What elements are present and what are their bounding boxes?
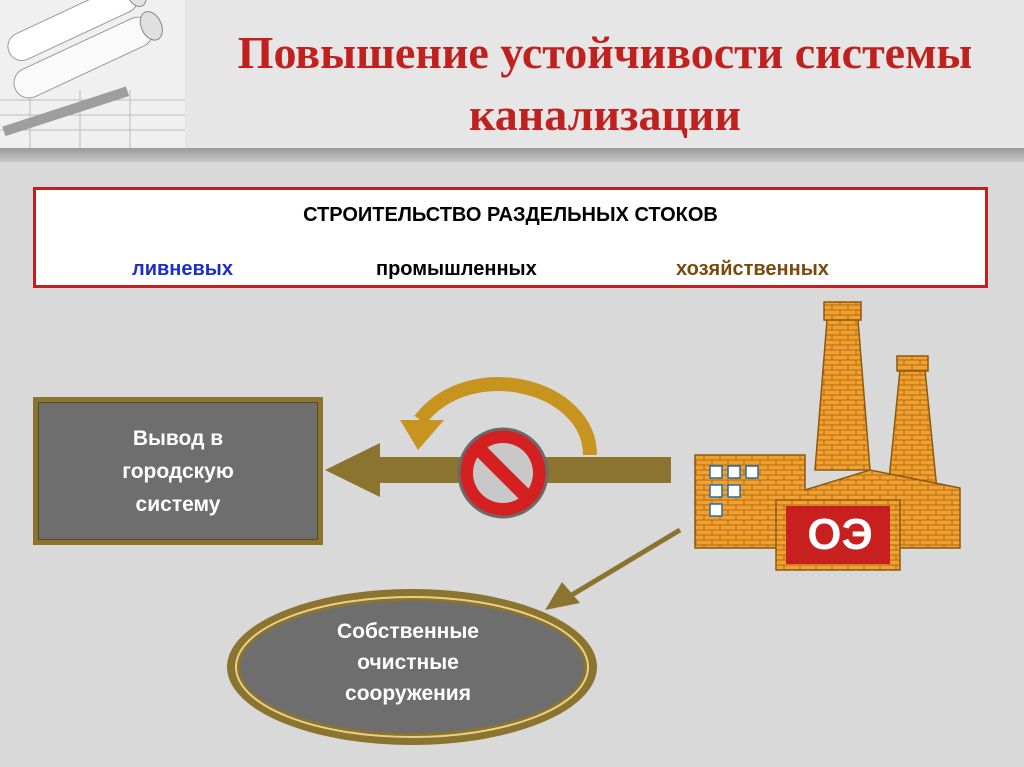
city-system-box: Вывод в городскую систему	[33, 397, 323, 545]
factory-icon	[694, 301, 961, 571]
blueprint-rolls-icon	[0, 0, 185, 150]
treatment-line-1: Собственные	[337, 620, 479, 643]
city-system-panel: Вывод в городскую систему	[38, 402, 318, 540]
city-system-text: Вывод в городскую систему	[122, 426, 234, 516]
separate-drains-box: СТРОИТЕЛЬСТВО РАЗДЕЛЬНЫХ СТОКОВ ливневых…	[33, 187, 988, 288]
return-arrow	[400, 377, 597, 456]
domestic-option: хозяйственных	[676, 258, 829, 280]
title-line-2: канализации	[468, 89, 742, 140]
treatment-arrow	[545, 527, 682, 610]
header-divider	[0, 148, 1024, 162]
no-entry-icon	[457, 427, 549, 519]
treatment-line-2: очистные	[357, 651, 459, 674]
factory-label: ОЭ	[807, 510, 873, 559]
industrial-option: промышленных	[376, 258, 537, 280]
treatment-line-3: сооружения	[345, 682, 471, 705]
rain-option: ливневых	[132, 258, 233, 280]
treatment-oval	[227, 589, 597, 745]
title-line-1: Повышение устойчивости системы	[237, 27, 973, 78]
treatment-text: Собственные очистные сооружения	[238, 616, 578, 709]
separate-drains-heading: СТРОИТЕЛЬСТВО РАЗДЕЛЬНЫХ СТОКОВ	[303, 204, 718, 226]
page-title: Повышение устойчивости системы канализац…	[190, 22, 1020, 146]
